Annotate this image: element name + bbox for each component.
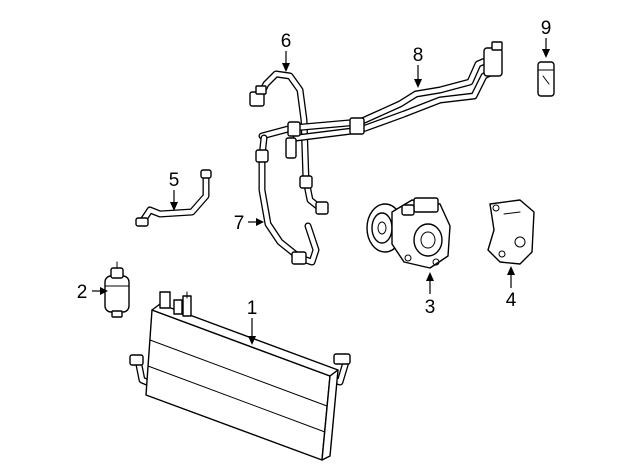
leader-4 (507, 266, 515, 288)
leader-3 (426, 272, 434, 294)
leader-6 (282, 51, 290, 72)
part-6-hose (249, 70, 329, 215)
callout-5: 5 (169, 170, 180, 191)
callout-7: 7 (234, 213, 245, 234)
callout-2: 2 (77, 282, 88, 303)
callout-9: 9 (541, 18, 552, 39)
leader-5 (170, 190, 178, 211)
leader-9 (542, 38, 550, 58)
part-2-receiver-drier (104, 261, 130, 318)
callout-1: 1 (247, 298, 258, 319)
callout-4: 4 (506, 290, 517, 311)
leader-7 (248, 218, 264, 226)
part-3-compressor (366, 197, 451, 269)
leader-2 (92, 287, 108, 295)
callout-8: 8 (413, 45, 424, 66)
leader-1 (248, 318, 256, 345)
part-7-hose (255, 134, 320, 266)
callout-3: 3 (425, 297, 436, 318)
part-8-line (258, 41, 503, 159)
part-1-condenser (129, 291, 351, 461)
callout-6: 6 (281, 31, 292, 52)
leader-8 (414, 65, 422, 88)
part-9-fitting (537, 61, 555, 97)
part-5-pipe (135, 169, 212, 227)
part-4-mounting-bracket (487, 199, 535, 265)
